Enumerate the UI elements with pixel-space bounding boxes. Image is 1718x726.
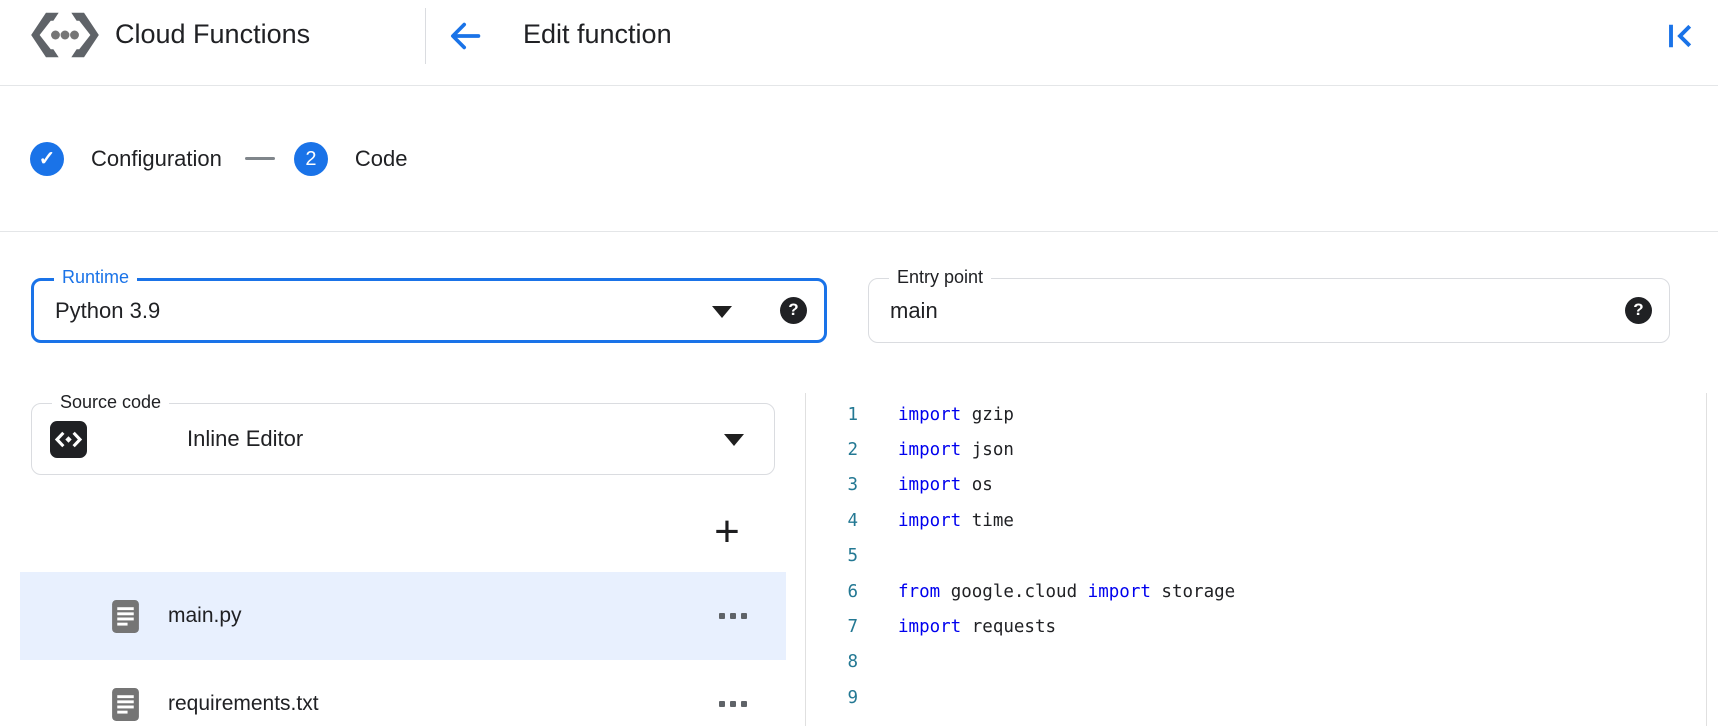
- back-button[interactable]: [446, 17, 484, 55]
- step-configuration-label[interactable]: Configuration: [91, 145, 222, 171]
- code-lines: 1 import gzip 2 import json 3 import os 4 impor…: [806, 397, 1706, 716]
- code-text: import gzip: [898, 404, 1014, 425]
- code-line[interactable]: 8: [806, 645, 1706, 680]
- source-code-select[interactable]: Source code Inline Editor: [31, 391, 775, 475]
- entry-point-field: Entry point ?: [868, 266, 1670, 343]
- dropdown-arrow-icon: [712, 305, 732, 318]
- arrow-left-icon: [450, 22, 481, 50]
- cloud-functions-logo-icon: [31, 12, 99, 58]
- code-line[interactable]: 2 import json: [806, 432, 1706, 467]
- line-number: 6: [847, 581, 858, 602]
- line-number: 4: [847, 510, 858, 531]
- help-icon: ?: [1633, 300, 1644, 319]
- editor-scrollbar-track: [1706, 393, 1707, 726]
- source-code-label: Source code: [52, 391, 170, 413]
- stepper-connector: [244, 157, 275, 160]
- code-text: import requests: [898, 617, 1057, 638]
- file-document-icon: [112, 688, 139, 721]
- product-title[interactable]: Cloud Functions: [115, 19, 311, 49]
- step-code-label[interactable]: Code: [354, 145, 408, 171]
- collapse-panel-button[interactable]: [1660, 18, 1700, 56]
- check-icon: ✓: [38, 147, 56, 170]
- file-row-requirements-txt[interactable]: requirements.txt: [20, 660, 786, 726]
- step-code-indicator[interactable]: 2: [293, 141, 328, 176]
- code-text: import os: [898, 475, 993, 496]
- runtime-label: Runtime: [54, 266, 138, 288]
- file-row-main-py[interactable]: main.py: [20, 572, 786, 660]
- line-number: 9: [847, 687, 858, 708]
- page-title: Edit function: [523, 19, 672, 49]
- more-icon: [719, 613, 725, 619]
- code-line[interactable]: 9: [806, 680, 1706, 715]
- code-line[interactable]: 7 import requests: [806, 609, 1706, 644]
- collapse-left-icon: [1669, 24, 1692, 48]
- add-file-button[interactable]: +: [703, 508, 751, 556]
- code-text: import time: [898, 510, 1014, 531]
- runtime-value: Python 3.9: [55, 297, 161, 323]
- step-number: 2: [305, 147, 317, 170]
- line-number: 8: [847, 652, 858, 673]
- file-more-button[interactable]: [716, 606, 750, 626]
- source-code-value: Inline Editor: [187, 426, 304, 451]
- code-line[interactable]: 6 from google.cloud import storage: [806, 574, 1706, 609]
- more-icon: [719, 701, 725, 707]
- inline-editor-code-icon: [50, 421, 87, 458]
- file-name: main.py: [168, 604, 242, 627]
- entry-point-label: Entry point: [889, 266, 992, 288]
- code-line[interactable]: 5: [806, 539, 1706, 574]
- runtime-help-button[interactable]: ?: [780, 296, 807, 324]
- entry-point-help-button[interactable]: ?: [1625, 296, 1652, 324]
- wizard-stepper: ✓ Configuration 2 Code: [0, 86, 1718, 232]
- app-header: Cloud Functions Edit function: [0, 0, 1718, 86]
- dropdown-arrow-icon: [724, 434, 744, 446]
- help-icon: ?: [788, 300, 799, 319]
- code-line[interactable]: 3 import os: [806, 468, 1706, 503]
- line-number: 1: [847, 404, 858, 425]
- code-text: from google.cloud import storage: [898, 581, 1236, 602]
- header-divider: [425, 8, 426, 64]
- line-number: 7: [847, 617, 858, 638]
- runtime-select[interactable]: Runtime Python 3.9 ?: [31, 266, 827, 343]
- plus-icon: +: [714, 507, 740, 556]
- entry-point-input[interactable]: [890, 286, 1580, 336]
- code-text: import json: [898, 440, 1014, 461]
- step-configuration-indicator[interactable]: ✓: [30, 141, 64, 176]
- code-line[interactable]: 4 import time: [806, 503, 1706, 538]
- file-more-button[interactable]: [716, 694, 750, 714]
- line-number: 5: [847, 546, 858, 567]
- line-number: 2: [847, 440, 858, 461]
- line-number: 3: [847, 475, 858, 496]
- editor-left-divider: [805, 393, 806, 726]
- code-line[interactable]: 1 import gzip: [806, 397, 1706, 432]
- code-editor[interactable]: 1 import gzip 2 import json 3 import os 4 impor…: [806, 397, 1706, 726]
- file-document-icon: [112, 600, 139, 633]
- file-name: requirements.txt: [168, 692, 319, 715]
